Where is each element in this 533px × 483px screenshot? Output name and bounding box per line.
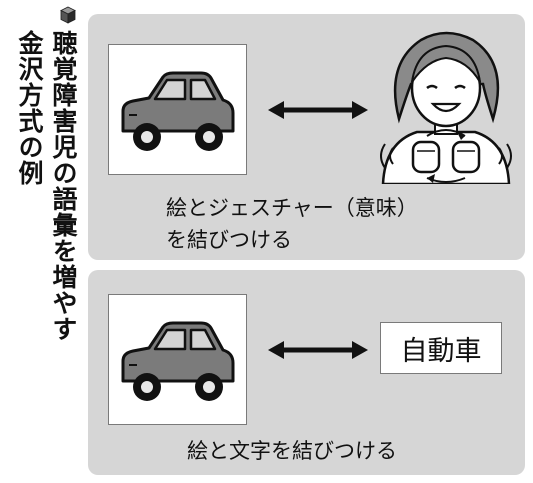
gesture-caption-line1: 絵とジェスチャー（意味） [166,196,418,220]
title-line1: 聴覚障害児の語彙を増やす [49,30,78,342]
car-icon [121,71,235,151]
panel-text: 自動車 絵と文字を結びつける [88,270,525,475]
double-arrow-icon [268,101,368,119]
gesture-caption-line2: を結びつける [166,228,292,252]
double-arrow-icon [268,341,368,359]
car-picture-card [108,44,247,175]
title-line2: 金沢方式の例 [15,30,44,186]
car-icon [121,321,235,401]
person-gesturing-icon [380,31,512,184]
text-caption: 絵と文字を結びつける [187,439,397,463]
cube-icon [60,6,76,24]
car-picture-card [108,294,247,425]
word-card: 自動車 [380,322,502,374]
panel-gesture: 絵とジェスチャー（意味） を結びつける [88,14,525,260]
